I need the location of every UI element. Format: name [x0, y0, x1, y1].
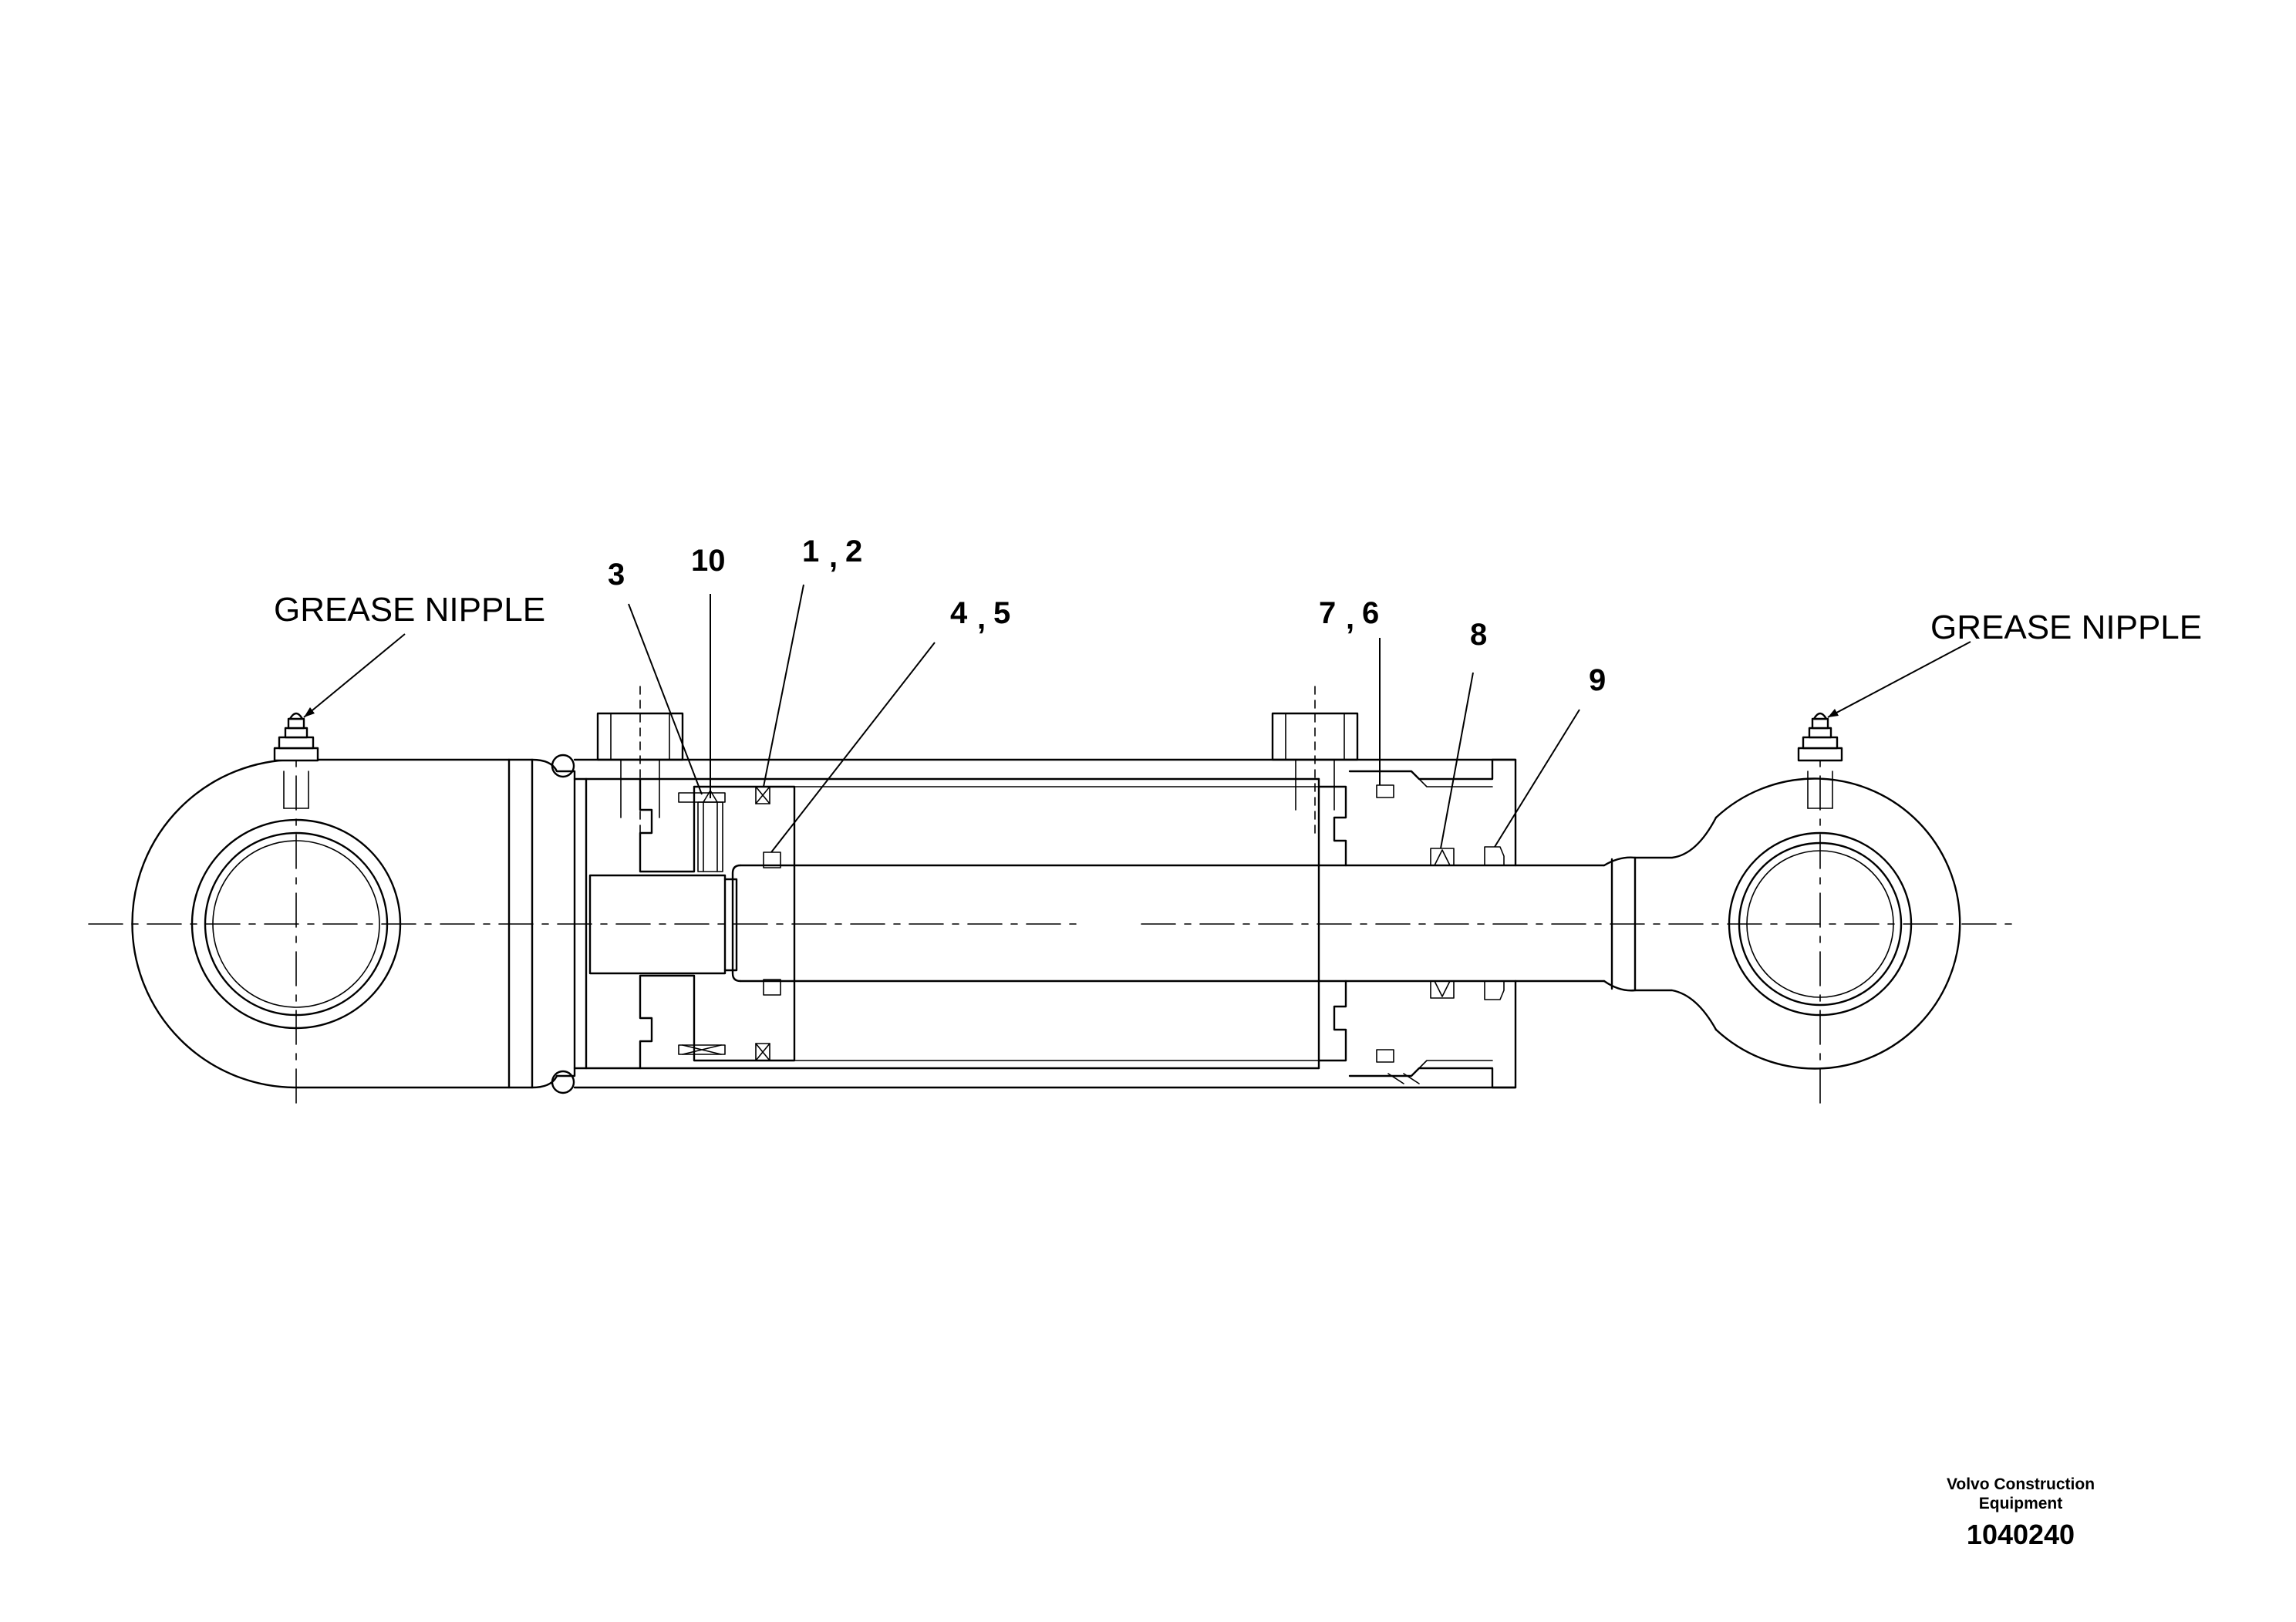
title-block: Volvo Construction Equipment 1040240 — [1947, 1475, 2095, 1550]
brand-line-2: Equipment — [1979, 1495, 2063, 1512]
callout-2: 2 — [845, 534, 862, 568]
callout-10: 10 — [691, 544, 726, 578]
leader-lines — [303, 584, 1971, 853]
callout-3: 3 — [608, 558, 625, 592]
callout-separator: , — [977, 602, 986, 636]
piston-rod — [731, 816, 1718, 1031]
callout-1: 1 — [802, 534, 819, 568]
port-boss-rod — [1271, 686, 1359, 834]
drawing-number: 1040240 — [1967, 1519, 2075, 1550]
grease-nipple-right — [1797, 712, 1843, 762]
rod-guide — [1317, 758, 1517, 1089]
cylinder-tube — [507, 754, 1517, 1094]
callout-separator: , — [1346, 602, 1354, 636]
callout-9: 9 — [1589, 663, 1606, 697]
grease-nipple-label-right: GREASE NIPPLE — [1930, 609, 2202, 646]
brand-line-1: Volvo Construction — [1947, 1475, 2095, 1493]
base-eye — [131, 758, 511, 1089]
callout-4: 4 — [950, 596, 968, 630]
callout-5: 5 — [993, 596, 1010, 630]
callout-separator: , — [829, 540, 838, 574]
port-boss-base — [596, 686, 684, 834]
grease-nipple-left — [273, 712, 319, 762]
annotations: GREASE NIPPLE GREASE NIPPLE 3 10 1 , 2 4… — [274, 534, 2202, 697]
center-lines — [88, 717, 2014, 1104]
grease-nipple-label-left: GREASE NIPPLE — [274, 591, 545, 629]
rod-eye — [1714, 771, 1961, 1070]
callout-6: 6 — [1362, 596, 1379, 630]
callout-8: 8 — [1470, 618, 1487, 652]
callout-7: 7 — [1319, 596, 1336, 630]
